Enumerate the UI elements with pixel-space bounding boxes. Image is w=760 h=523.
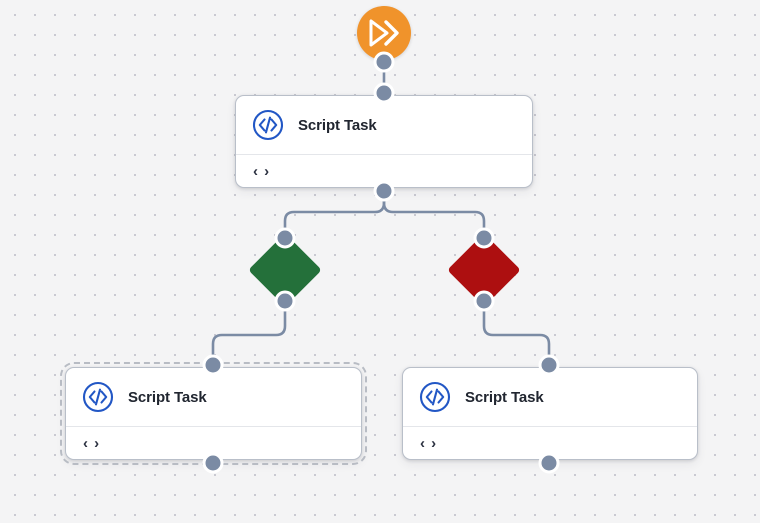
card-divider xyxy=(403,426,697,427)
card-body: ‹ › xyxy=(66,427,361,459)
gateway-right-output-port[interactable] xyxy=(473,290,495,312)
task-top-output-port[interactable] xyxy=(373,180,395,202)
card-header: Script Task xyxy=(236,96,532,154)
card-header: Script Task xyxy=(403,368,697,426)
script-code-circle-icon xyxy=(419,381,451,413)
double-chevron-play-icon xyxy=(369,19,399,47)
edge-task-top-to-gateway-left[interactable] xyxy=(283,190,386,239)
task-bottom-left-output-port[interactable] xyxy=(202,452,224,474)
task-bottom-right-output-port[interactable] xyxy=(538,452,560,474)
gateway-left-output-port[interactable] xyxy=(274,290,296,312)
code-glyph: ‹ › xyxy=(253,162,271,180)
script-code-circle-icon xyxy=(82,381,114,413)
card-header: Script Task xyxy=(66,368,361,426)
node-title: Script Task xyxy=(298,116,377,134)
card-divider xyxy=(66,426,361,427)
node-script-task-bottom-left[interactable]: Script Task ‹ › xyxy=(60,362,367,465)
edge-gateway-right-to-task-bottom-right[interactable] xyxy=(482,300,551,366)
node-script-task-bottom-right[interactable]: Script Task ‹ › xyxy=(402,367,698,460)
start-trigger-node[interactable] xyxy=(357,6,411,60)
gateway-left-input-port[interactable] xyxy=(274,227,296,249)
card-body: ‹ › xyxy=(403,427,697,459)
gateway-right-input-port[interactable] xyxy=(473,227,495,249)
task-bottom-right-input-port[interactable] xyxy=(538,354,560,376)
start-output-port[interactable] xyxy=(373,51,395,73)
code-glyph: ‹ › xyxy=(420,434,438,452)
node-title: Script Task xyxy=(128,388,207,406)
task-top-input-port[interactable] xyxy=(373,82,395,104)
card-divider xyxy=(236,154,532,155)
task-bottom-left-input-port[interactable] xyxy=(202,354,224,376)
code-glyph: ‹ › xyxy=(83,434,101,452)
edge-task-top-to-gateway-right[interactable] xyxy=(382,190,486,239)
node-script-task-top[interactable]: Script Task ‹ › xyxy=(235,95,533,188)
card-body: ‹ › xyxy=(236,155,532,187)
script-code-circle-icon xyxy=(252,109,284,141)
node-title: Script Task xyxy=(465,388,544,406)
edge-gateway-left-to-task-bottom-left[interactable] xyxy=(211,300,287,366)
